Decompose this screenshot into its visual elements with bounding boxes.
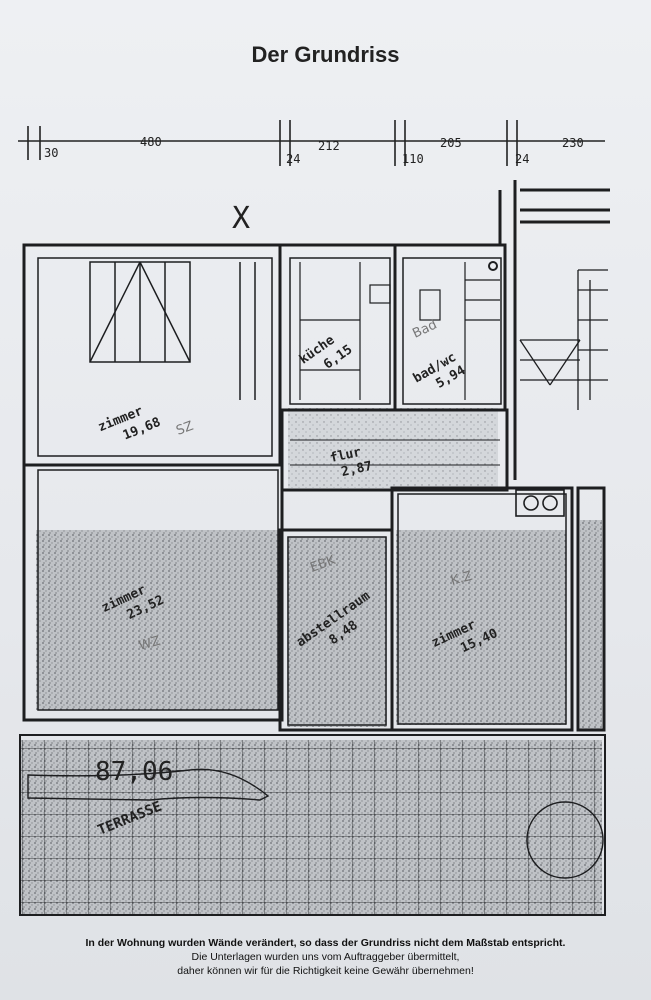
abstellraum-floor [287, 537, 387, 727]
stove-icon [515, 489, 565, 517]
disclaimer: In der Wohnung wurden Wände verändert, s… [0, 936, 651, 978]
terrace-floor [20, 740, 602, 915]
room-note: K.Z [449, 569, 474, 589]
side-floor [580, 520, 602, 730]
x-mark: X [232, 201, 250, 236]
dim-label: 24 [515, 152, 529, 166]
flur-floor [288, 408, 498, 488]
room-label: flur [329, 445, 363, 466]
terrace-table-icon [526, 801, 604, 879]
staircase [519, 269, 608, 410]
page-title: Der Grundriss [251, 42, 400, 67]
room-note: SZ [174, 419, 195, 439]
dim-label: 480 [140, 135, 162, 149]
kitchen-fittings [299, 262, 391, 400]
room-note: Bad [410, 317, 439, 341]
dim-label: 230 [562, 136, 584, 150]
disclaimer-line-1: In der Wohnung wurden Wände verändert, s… [85, 937, 566, 949]
wohnzimmer-floor [36, 530, 281, 710]
dim-label: 205 [440, 136, 462, 150]
terrace-outline [27, 768, 270, 801]
bath-fittings [419, 261, 500, 400]
total-area: 87,06 [95, 757, 173, 787]
dim-label: 24 [286, 152, 300, 166]
room-note: WZ [137, 634, 162, 654]
dim-label: 30 [44, 146, 58, 160]
disclaimer-line-3: daher können wir für die Richtigkeit kei… [177, 965, 474, 977]
dim-label: 212 [318, 139, 340, 153]
kinderzimmer-floor [396, 530, 566, 725]
walls [19, 180, 610, 916]
dimension-line [18, 120, 605, 166]
wardrobe [89, 261, 256, 400]
room-area: 2,87 [340, 459, 374, 480]
disclaimer-line-2: Die Unterlagen wurden uns vom Auftraggeb… [191, 951, 460, 963]
dim-label: 110 [402, 152, 424, 166]
